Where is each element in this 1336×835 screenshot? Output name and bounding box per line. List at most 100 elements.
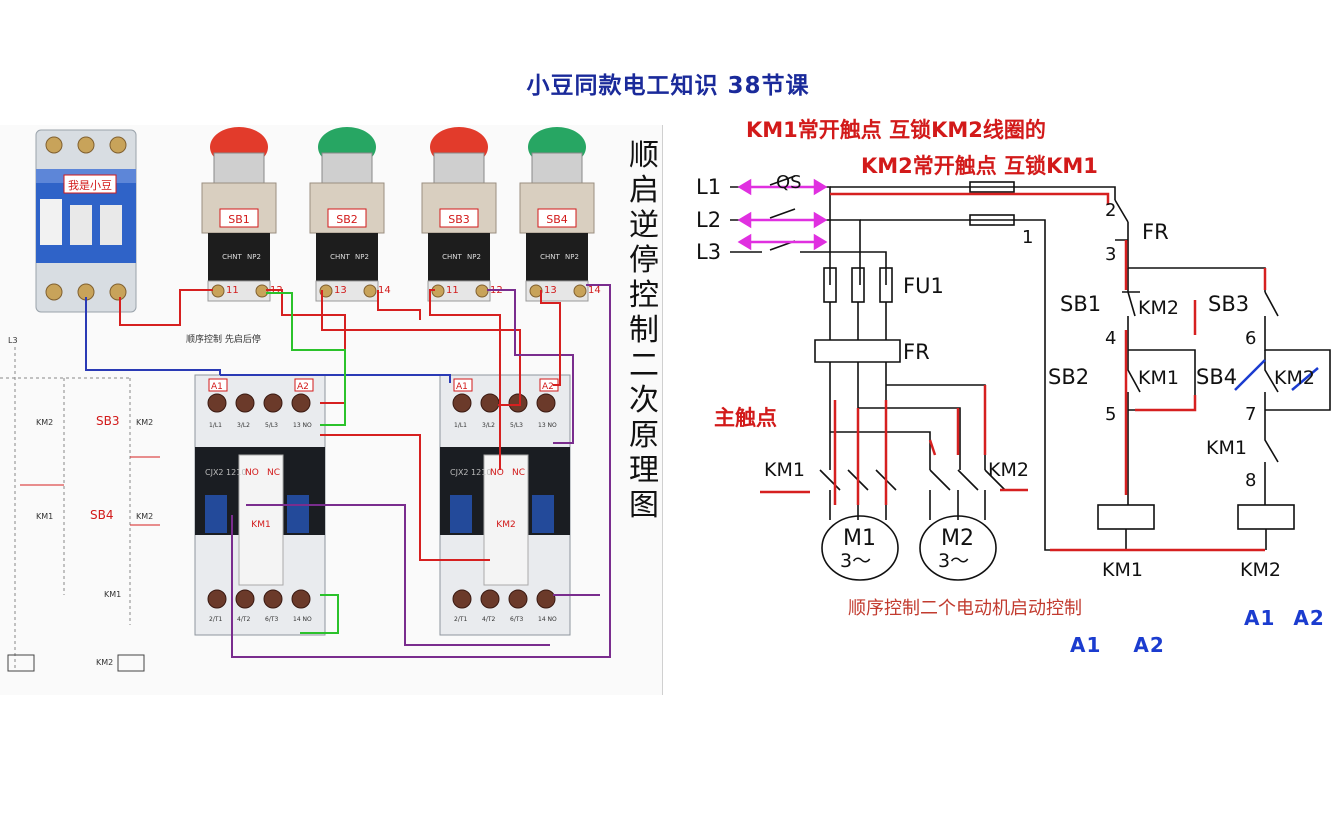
coil-km1: KM1: [1102, 559, 1143, 581]
label-sb4: SB4: [1196, 365, 1237, 389]
motor-m1-phase: 3～: [840, 550, 871, 572]
annotation-line-2: KM2常开触点 互锁KM1: [861, 154, 1098, 178]
node-6: 6: [1245, 328, 1256, 349]
mini-label-km1b: KM1: [104, 590, 121, 599]
terminal-nc: NC: [512, 468, 525, 478]
button-model: NP2: [355, 253, 369, 261]
coil-km2: KM2: [1240, 559, 1281, 581]
vertical-title-char: 原: [629, 418, 659, 453]
label-sb2: SB2: [1048, 365, 1089, 389]
vertical-title-char: 制: [629, 313, 659, 348]
phase-arrows: [737, 178, 828, 251]
node-5: 5: [1105, 404, 1116, 425]
mini-label-km2d: KM2: [96, 658, 113, 667]
annotation-line-1: KM1常开触点 互锁KM2线圈的: [746, 118, 1046, 142]
aux-km1-b: KM1: [1206, 437, 1247, 459]
node-2: 2: [1105, 200, 1116, 221]
main-contact-label: 主触点: [714, 406, 777, 430]
page-title: 小豆同款电工知识 38节课: [526, 73, 810, 99]
terminal-no: NO: [245, 468, 259, 478]
label-fu1: FU1: [903, 274, 944, 298]
top-terminal: 13 NO: [538, 422, 557, 429]
bottom-terminal: 6/T3: [510, 616, 524, 623]
breaker-label: 我是小豆: [68, 179, 112, 192]
vertical-title-char: 二: [629, 348, 659, 383]
terminal-no: NO: [490, 468, 504, 478]
terminal-a1: A1: [211, 382, 223, 392]
label-fr-contact: FR: [1142, 220, 1169, 244]
node-3: 3: [1105, 244, 1116, 265]
button-label: SB4: [546, 213, 568, 226]
motor-m2-phase: 3～: [938, 550, 969, 572]
top-terminal: 1/L1: [454, 422, 467, 429]
bottom-terminal: 4/T2: [482, 616, 496, 623]
phase-l2: L2: [696, 208, 721, 232]
button-terminal: 13: [334, 285, 347, 296]
vertical-title: 顺启逆停控制二次原理图: [626, 138, 662, 523]
vertical-title-char: 启: [629, 173, 659, 208]
aux-km2-a: KM2: [1138, 297, 1179, 319]
mini-phase: L3: [8, 336, 18, 345]
vertical-title-char: 逆: [629, 208, 659, 243]
bottom-terminal: 2/T1: [454, 616, 468, 623]
phase-l1: L1: [696, 175, 721, 199]
terminal-nc: NC: [267, 468, 280, 478]
top-terminal: 3/L2: [237, 422, 250, 429]
mini-label-km2c: KM2: [136, 512, 153, 521]
button-brand: CHNT: [442, 253, 462, 261]
vertical-title-char: 理: [629, 453, 659, 488]
mini-label-sb4: SB4: [90, 508, 113, 522]
button-model: NP2: [467, 253, 481, 261]
mini-label-km2b: KM2: [136, 418, 153, 427]
wires: [85, 284, 611, 658]
terminal-a1: A1: [456, 382, 468, 392]
node-4: 4: [1105, 328, 1116, 349]
button-brand: CHNT: [222, 253, 242, 261]
button-brand: CHNT: [540, 253, 560, 261]
vertical-title-char: 次: [629, 383, 659, 418]
node-8: 8: [1245, 470, 1256, 491]
phase-l3: L3: [696, 240, 721, 264]
diagram-caption: 顺序控制二个电动机启动控制: [848, 598, 1082, 619]
node-1: 1: [1022, 227, 1033, 248]
button-terminal: 11: [226, 285, 239, 296]
side-note: 顺序控制 先启后停: [186, 333, 261, 345]
motor-m1: M1: [843, 526, 876, 551]
bottom-terminal: 6/T3: [265, 616, 279, 623]
button-brand: CHNT: [330, 253, 350, 261]
label-sb3: SB3: [1208, 292, 1249, 316]
label-sb1: SB1: [1060, 292, 1101, 316]
mini-label-km1a: KM1: [36, 512, 53, 521]
top-terminal: 13 NO: [293, 422, 312, 429]
button-terminal: 11: [446, 285, 459, 296]
button-terminal: 13: [544, 285, 557, 296]
contactor-label: KM2: [496, 520, 515, 530]
aux-km2-b: KM2: [1274, 367, 1315, 389]
vertical-title-char: 停: [629, 243, 659, 278]
aux-km1-a: KM1: [1138, 367, 1179, 389]
vertical-title-char: 控: [629, 278, 659, 313]
contactor-model: CJX2 1210: [450, 468, 491, 477]
main-km2: KM2: [988, 459, 1029, 481]
top-terminal: 1/L1: [209, 422, 222, 429]
button-label: SB1: [228, 213, 250, 226]
button-terminal: 14: [378, 285, 391, 296]
button-model: NP2: [565, 253, 579, 261]
button-model: NP2: [247, 253, 261, 261]
mini-label-sb3: SB3: [96, 414, 119, 428]
button-label: SB2: [336, 213, 358, 226]
top-terminal: 5/L3: [265, 422, 278, 429]
contactor-model: CJX2 1210: [205, 468, 246, 477]
mini-label-km2a: KM2: [36, 418, 53, 427]
main-km1: KM1: [764, 459, 805, 481]
top-terminal: 3/L2: [482, 422, 495, 429]
contactor-label: KM1: [251, 520, 270, 530]
label-fr: FR: [903, 340, 930, 364]
